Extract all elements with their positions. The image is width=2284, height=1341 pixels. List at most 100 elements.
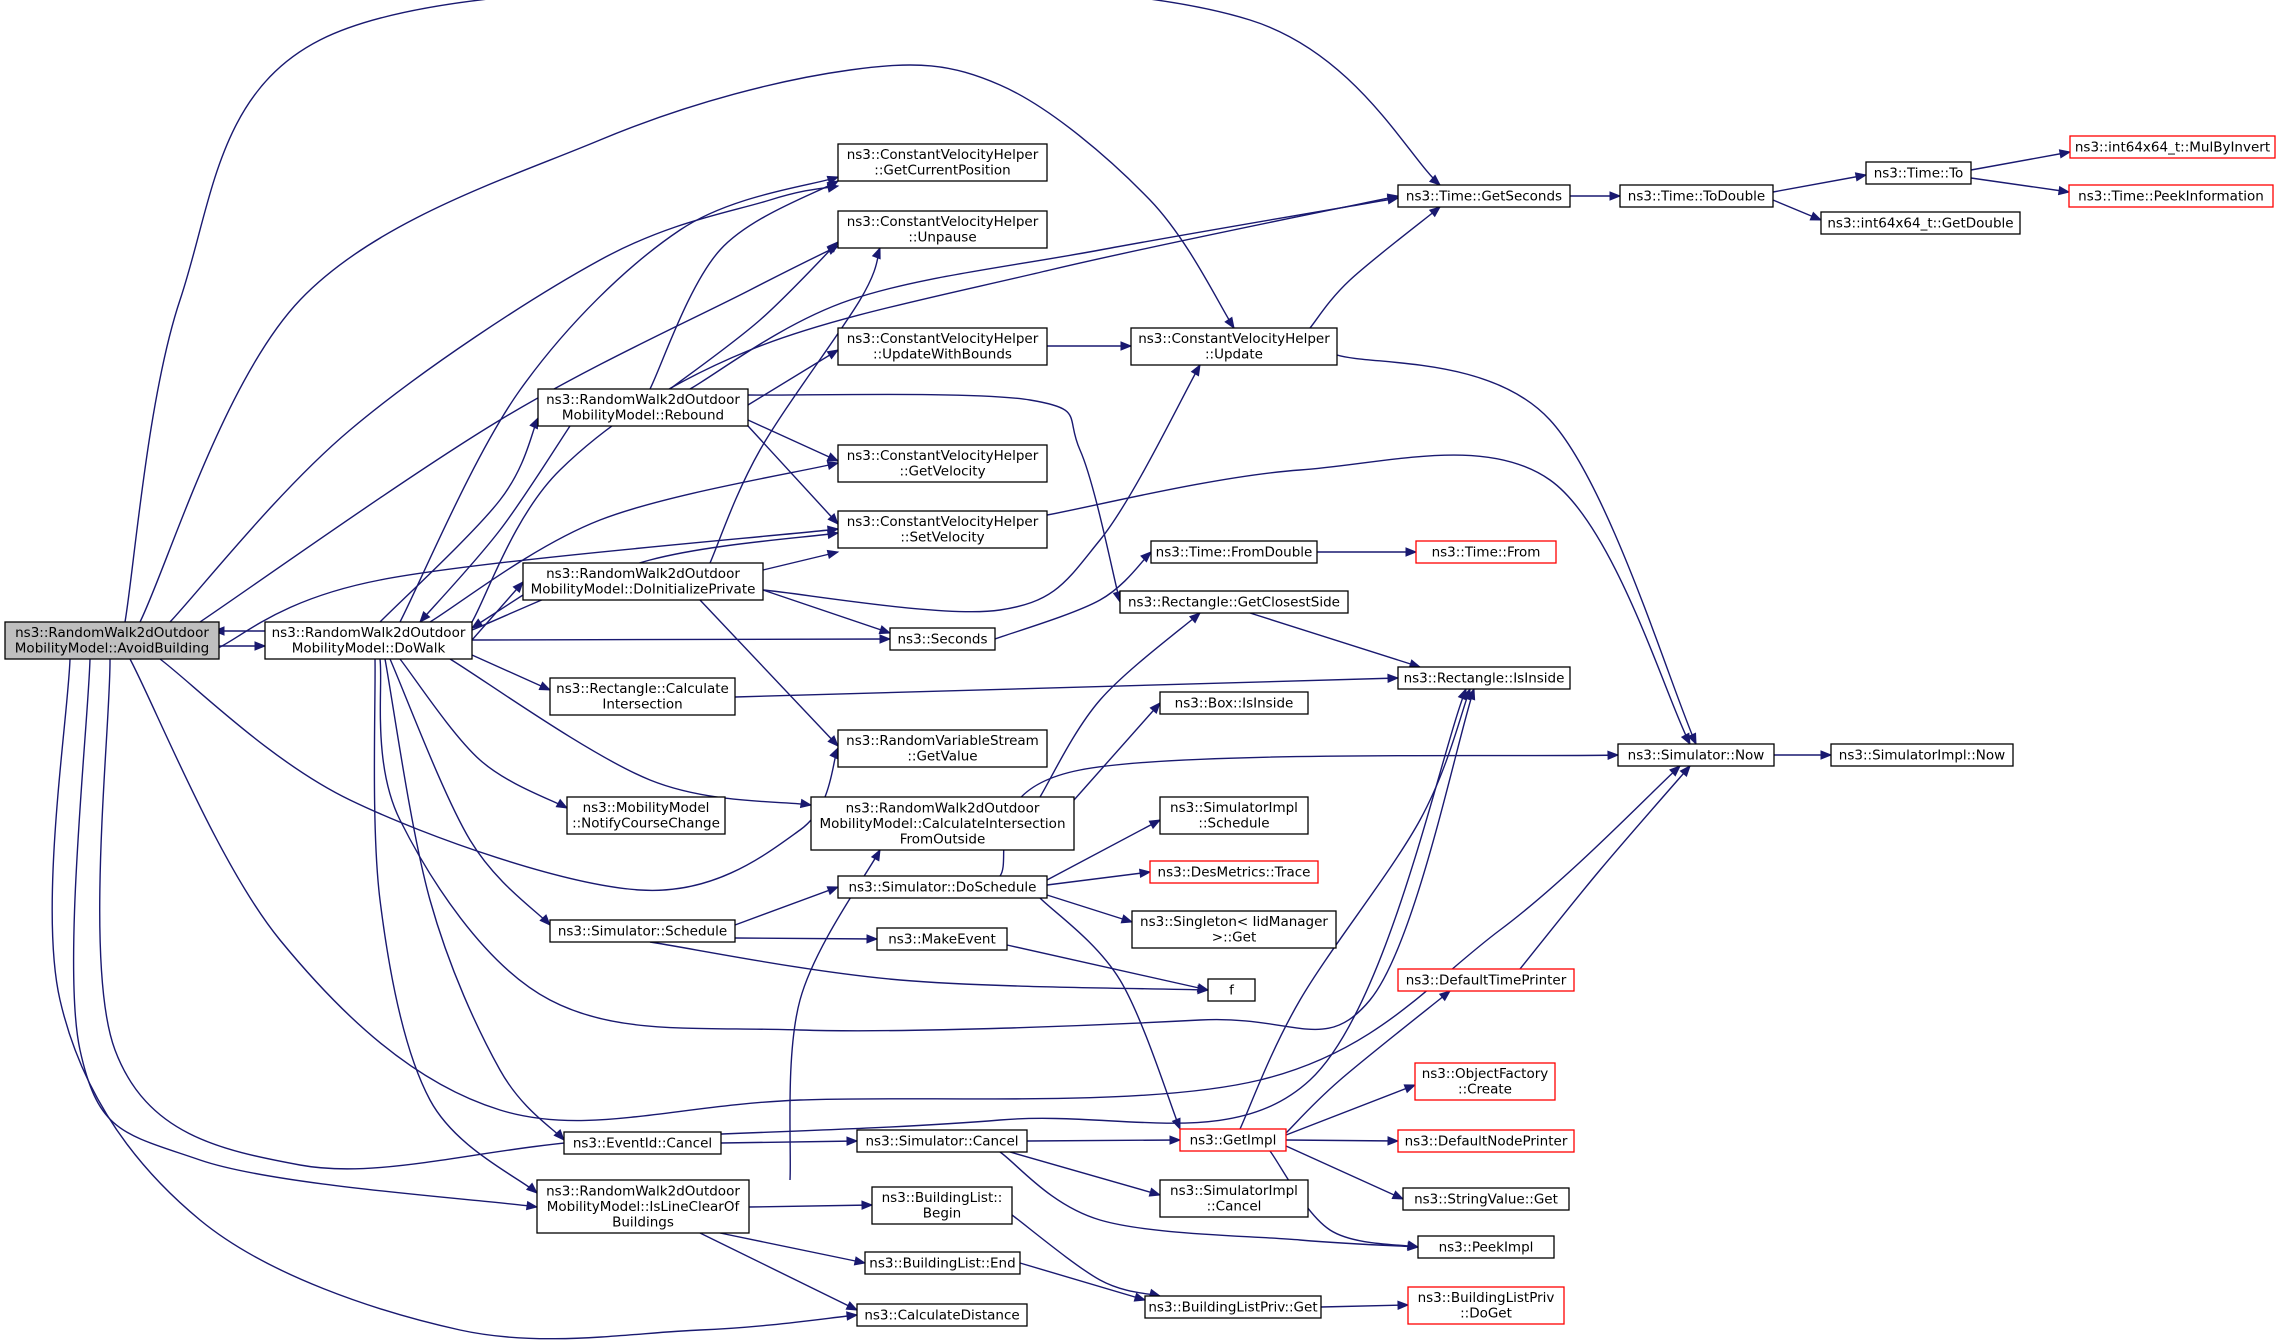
edge-cvupdate-to-getsecs xyxy=(1309,206,1442,329)
node-box xyxy=(856,1129,1028,1153)
node-label-line: ns3::MakeEvent xyxy=(888,931,996,947)
node-box xyxy=(871,1186,1013,1225)
node-label-line: >::Get xyxy=(1212,930,1256,946)
node-label-line: ns3::RandomWalk2dOutdoor xyxy=(272,625,466,641)
edge-dowalk-to-islineclear xyxy=(373,658,539,1194)
node-label-line: ns3::DesMetrics::Trace xyxy=(1158,864,1311,880)
node-box xyxy=(1119,590,1349,614)
edge-getsecs-to-todouble xyxy=(1570,191,1622,201)
node-fromdouble[interactable]: ns3::Time::FromDouble xyxy=(1150,540,1318,564)
node-deftimeprinter[interactable]: ns3::DefaultTimePrinter xyxy=(1397,968,1575,992)
node-simimplsched[interactable]: ns3::SimulatorImpl::Schedule xyxy=(1159,796,1309,835)
node-singleton[interactable]: ns3::Singleton< IidManager>::Get xyxy=(1131,910,1337,949)
node-timeto[interactable]: ns3::Time::To xyxy=(1865,161,1972,185)
node-box xyxy=(4,621,220,660)
node-simimplcancel[interactable]: ns3::SimulatorImpl::Cancel xyxy=(1159,1179,1309,1218)
edge-rebound-to-getsecs xyxy=(689,195,1400,390)
node-closestside[interactable]: ns3::Rectangle::GetClosestSide xyxy=(1119,590,1349,614)
node-dowalk[interactable]: ns3::RandomWalk2dOutdoorMobilityModel::D… xyxy=(264,621,473,660)
node-label-line: ns3::Simulator::Schedule xyxy=(558,923,727,939)
node-label-line: ns3::RandomWalk2dOutdoor xyxy=(15,625,209,641)
node-simcancel[interactable]: ns3::Simulator::Cancel xyxy=(856,1129,1028,1153)
node-calcdist[interactable]: ns3::CalculateDistance xyxy=(856,1303,1028,1327)
node-label-line: ::UpdateWithBounds xyxy=(873,347,1012,363)
edge-getimpl-to-rectinside xyxy=(1239,687,1471,1130)
node-i64getdouble[interactable]: ns3::int64x64_t::GetDouble xyxy=(1820,211,2021,235)
node-label-line: ns3::ConstantVelocityHelper xyxy=(1138,331,1330,347)
node-label-line: ns3::ConstantVelocityHelper xyxy=(847,214,1039,230)
node-label-line: MobilityModel::DoInitializePrivate xyxy=(531,582,756,598)
edge-avoid-to-simnow xyxy=(129,658,1681,1122)
node-rectcalc[interactable]: ns3::Rectangle::CalculateIntersection xyxy=(549,677,736,716)
node-blend[interactable]: ns3::BuildingList::End xyxy=(864,1251,1021,1275)
node-getimpl[interactable]: ns3::GetImpl xyxy=(1179,1128,1287,1152)
node-rectinside[interactable]: ns3::Rectangle::IsInside xyxy=(1397,666,1571,690)
node-rvsget[interactable]: ns3::RandomVariableStream::GetValue xyxy=(837,729,1048,768)
node-getsecs[interactable]: ns3::Time::GetSeconds xyxy=(1397,184,1571,208)
node-box xyxy=(837,143,1048,182)
edge-avoid-to-getsecs xyxy=(124,0,1442,623)
edge-simdosched-to-simnow xyxy=(999,750,1620,877)
node-timefrom[interactable]: ns3::Time::From xyxy=(1415,540,1557,564)
node-peekinfo[interactable]: ns3::Time::PeekInformation xyxy=(2068,184,2274,208)
node-rebound[interactable]: ns3::RandomWalk2dOutdoorMobilityModel::R… xyxy=(537,388,749,427)
node-simsched[interactable]: ns3::Simulator::Schedule xyxy=(549,919,736,943)
node-evcancel[interactable]: ns3::EventId::Cancel xyxy=(563,1131,722,1155)
node-box xyxy=(837,729,1048,768)
node-islineclear[interactable]: ns3::RandomWalk2dOutdoorMobilityModel::I… xyxy=(536,1179,750,1234)
edge-rebound-to-getcurpos xyxy=(649,180,840,390)
node-getcurpos[interactable]: ns3::ConstantVelocityHelper::GetCurrentP… xyxy=(837,143,1048,182)
node-updbounds[interactable]: ns3::ConstantVelocityHelper::UpdateWithB… xyxy=(837,327,1048,366)
node-objfactory[interactable]: ns3::ObjectFactory::Create xyxy=(1414,1062,1556,1101)
node-blbegin[interactable]: ns3::BuildingList::Begin xyxy=(871,1186,1013,1225)
node-label-line: ns3::StringValue::Get xyxy=(1414,1191,1558,1207)
edge-makeevent-to-f xyxy=(1006,944,1210,993)
node-label-line: ns3::RandomVariableStream xyxy=(846,733,1039,749)
edge-getimpl-to-peekimpl xyxy=(1269,1150,1420,1250)
node-setvel[interactable]: ns3::ConstantVelocityHelper::SetVelocity xyxy=(837,510,1048,549)
node-label-line: ns3::Simulator::DoSchedule xyxy=(849,879,1037,895)
edge-avoid-to-cvupdate xyxy=(139,64,1235,623)
node-strvalget[interactable]: ns3::StringValue::Get xyxy=(1402,1187,1570,1211)
node-label-line: ns3::Singleton< IidManager xyxy=(1140,914,1328,930)
node-label-line: ::SetVelocity xyxy=(900,530,984,546)
node-label-line: ns3::DefaultNodePrinter xyxy=(1405,1133,1568,1149)
node-doinit[interactable]: ns3::RandomWalk2dOutdoorMobilityModel::D… xyxy=(522,562,764,601)
node-avoid[interactable]: ns3::RandomWalk2dOutdoorMobilityModel::A… xyxy=(4,621,220,660)
node-f[interactable]: f xyxy=(1207,978,1256,1002)
node-simimplnow[interactable]: ns3::SimulatorImpl::Now xyxy=(1830,743,2014,767)
node-box xyxy=(810,796,1075,851)
node-simdosched[interactable]: ns3::Simulator::DoSchedule xyxy=(837,875,1048,899)
edge-getimpl-to-defnodeprinter xyxy=(1285,1136,1400,1146)
node-boxinside[interactable]: ns3::Box::IsInside xyxy=(1159,691,1309,715)
edge-doinit-to-seconds xyxy=(762,589,892,635)
edge-dowalk-to-simsched xyxy=(389,658,551,926)
node-label-line: ::GetValue xyxy=(907,749,977,765)
node-label-line: ns3::RandomWalk2dOutdoor xyxy=(546,392,740,408)
node-makeevent[interactable]: ns3::MakeEvent xyxy=(876,927,1008,951)
node-box xyxy=(1414,1062,1556,1101)
node-todouble[interactable]: ns3::Time::ToDouble xyxy=(1619,184,1774,208)
node-box xyxy=(1397,968,1575,992)
edge-dowalk-to-calcfromout xyxy=(449,658,813,809)
node-blprivget[interactable]: ns3::BuildingListPriv::Get xyxy=(1144,1295,1322,1319)
node-simnow[interactable]: ns3::Simulator::Now xyxy=(1617,743,1775,767)
node-box xyxy=(563,1131,722,1155)
node-defnodeprinter[interactable]: ns3::DefaultNodePrinter xyxy=(1397,1129,1575,1153)
node-notify[interactable]: ns3::MobilityModel::NotifyCourseChange xyxy=(566,796,726,835)
node-desmetrics[interactable]: ns3::DesMetrics::Trace xyxy=(1149,860,1319,884)
node-seconds[interactable]: ns3::Seconds xyxy=(889,627,996,651)
edge-evcancel-to-simcancel xyxy=(720,1136,859,1146)
node-blprivdoget[interactable]: ns3::BuildingListPriv::DoGet xyxy=(1407,1286,1565,1325)
edge-dowalk-to-avoid xyxy=(212,626,265,636)
node-box xyxy=(889,627,996,651)
node-calcfromout[interactable]: ns3::RandomWalk2dOutdoorMobilityModel::C… xyxy=(810,796,1075,851)
edge-doinit-to-unpause xyxy=(709,246,881,564)
edge-simsched-to-simdosched xyxy=(734,886,840,926)
node-getvel[interactable]: ns3::ConstantVelocityHelper::GetVelocity xyxy=(837,444,1048,483)
node-unpause[interactable]: ns3::ConstantVelocityHelper::Unpause xyxy=(837,210,1048,249)
node-cvupdate[interactable]: ns3::ConstantVelocityHelper::Update xyxy=(1130,327,1338,366)
node-mulbyinvert[interactable]: ns3::int64x64_t::MulByInvert xyxy=(2069,135,2276,159)
node-peekimpl[interactable]: ns3::PeekImpl xyxy=(1417,1235,1555,1259)
edge-seconds-to-fromdouble xyxy=(994,551,1152,640)
